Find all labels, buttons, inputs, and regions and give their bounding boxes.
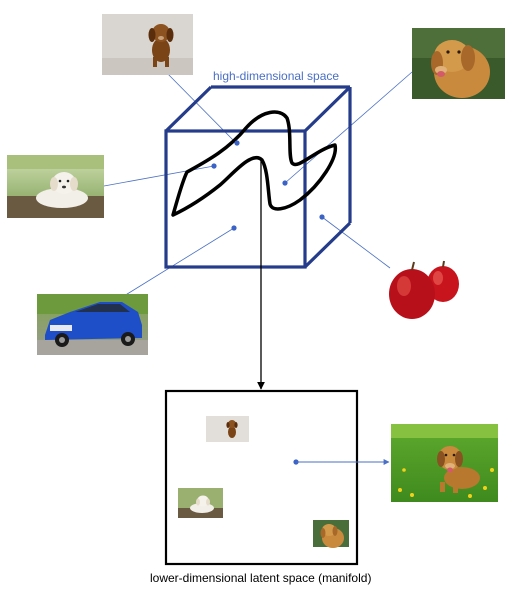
high-dim-space-label: high-dimensional space — [213, 69, 340, 83]
latent-puppy-thumb — [206, 416, 249, 442]
red-apples-photo — [389, 260, 459, 319]
dot-apples — [319, 214, 325, 220]
latent-space-label: lower-dimensional latent space (manifold… — [150, 571, 372, 585]
latent-golden-dog-thumb — [313, 520, 349, 548]
puppy-sitting-photo — [102, 14, 193, 75]
connector-apples — [321, 216, 391, 269]
cube-bottom-right-edge — [303, 221, 352, 269]
latent-white-puppy-thumb — [178, 488, 223, 518]
latent-space-box — [164, 389, 359, 566]
cube-top-left-edge — [164, 85, 213, 133]
blue-car-photo — [37, 294, 148, 355]
manifold-curve — [171, 110, 337, 217]
cube-top-right-edge — [303, 85, 352, 133]
golden-retriever-photo — [412, 28, 505, 99]
connector-car — [123, 227, 235, 297]
decoded-dog-on-grass-photo — [391, 424, 498, 502]
white-puppy-photo — [7, 155, 104, 218]
connector-lines — [103, 69, 413, 297]
high-dim-cube — [164, 85, 352, 269]
cube-front-face — [164, 129, 307, 269]
data-point-dots — [211, 140, 325, 465]
dot-puppy — [234, 140, 240, 146]
dot-golden — [282, 180, 288, 186]
dot-car — [231, 225, 237, 231]
dot-white-puppy — [211, 163, 217, 169]
connector-white-puppy — [103, 165, 215, 187]
